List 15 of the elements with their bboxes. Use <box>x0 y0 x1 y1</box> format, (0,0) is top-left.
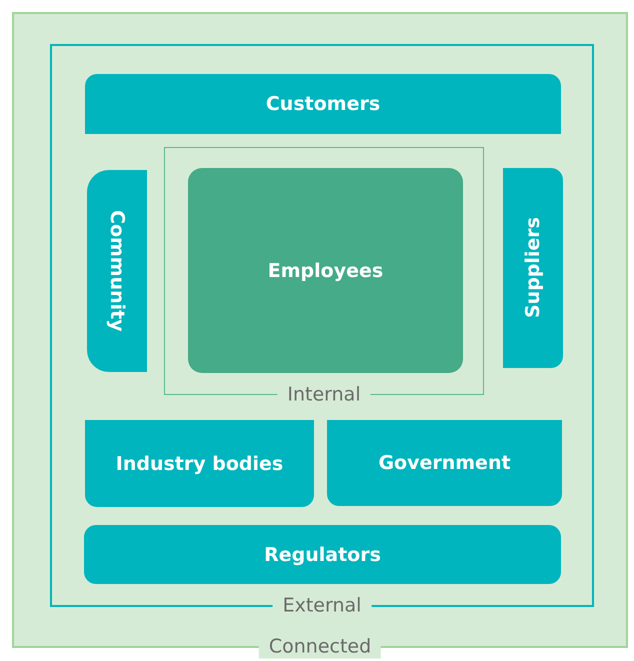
box-label: Customers <box>266 93 380 115</box>
stakeholder-box <box>327 420 562 506</box>
stakeholder-box <box>503 168 563 368</box>
box-label: Regulators <box>264 544 381 566</box>
box-label: Government <box>378 452 511 474</box>
stakeholder-box <box>85 420 314 507</box>
stakeholder-box <box>87 170 147 372</box>
stakeholder-box <box>188 168 463 373</box>
stakeholder-box <box>84 525 561 584</box>
box-label: Community <box>106 210 128 332</box>
stakeholder-box <box>85 74 561 134</box>
box-label: Suppliers <box>522 217 544 318</box>
box-label: Industry bodies <box>116 452 284 474</box>
group-label: Connected <box>258 636 382 659</box>
box-label: Employees <box>268 260 384 282</box>
